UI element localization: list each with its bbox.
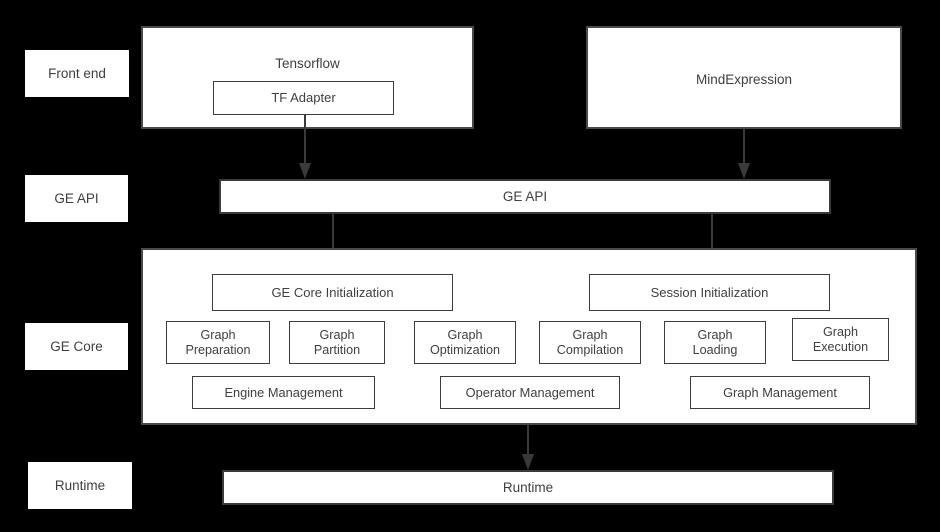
box-engine-management[interactable]: Engine Management xyxy=(192,376,375,409)
box-tf-adapter[interactable]: TF Adapter xyxy=(213,81,394,115)
arrow-ge-core-to-runtime xyxy=(519,425,537,472)
box-tf-adapter-label: TF Adapter xyxy=(271,90,336,106)
bar-runtime-label: Runtime xyxy=(502,479,554,495)
box-ge-core-initialization-label: GE Core Initialization xyxy=(271,284,394,300)
stage-label-ge-api-text: GE API xyxy=(54,190,99,206)
box-graph-management[interactable]: Graph Management xyxy=(690,376,870,409)
stage-label-ge-api: GE API xyxy=(25,175,128,222)
box-graph-compilation-label: Graph Compilation xyxy=(556,327,624,357)
bar-runtime[interactable]: Runtime xyxy=(222,470,834,505)
box-graph-execution-label: Graph Execution xyxy=(812,324,869,354)
arrow-tf-adapter-to-ge-api xyxy=(296,115,314,181)
stage-label-runtime: Runtime xyxy=(28,462,132,509)
box-session-initialization[interactable]: Session Initialization xyxy=(589,274,830,311)
panel-mindexpression: MindExpression xyxy=(586,26,902,129)
bar-ge-api-label: GE API xyxy=(502,188,548,204)
stage-label-front-end: Front end xyxy=(25,50,129,97)
box-graph-loading-label: Graph Loading xyxy=(692,327,738,357)
box-graph-preparation-label: Graph Preparation xyxy=(185,327,251,357)
box-session-initialization-label: Session Initialization xyxy=(650,284,769,300)
box-operator-management-label: Operator Management xyxy=(465,384,595,400)
box-graph-optimization-label: Graph Optimization xyxy=(430,327,500,357)
stage-label-front-end-text: Front end xyxy=(48,65,106,81)
box-graph-loading[interactable]: Graph Loading xyxy=(664,321,766,364)
box-graph-partition[interactable]: Graph Partition xyxy=(289,321,385,364)
arrow-mindexpression-to-ge-api xyxy=(735,129,753,181)
box-ge-core-initialization[interactable]: GE Core Initialization xyxy=(212,274,453,311)
panel-tensorflow-title: Tensorflow xyxy=(275,56,340,71)
panel-mindexpression-title: MindExpression xyxy=(695,72,793,87)
stage-label-runtime-text: Runtime xyxy=(54,477,106,493)
box-graph-partition-label: Graph Partition xyxy=(313,327,361,357)
box-graph-optimization[interactable]: Graph Optimization xyxy=(414,321,516,364)
stage-label-ge-core: GE Core xyxy=(25,323,128,370)
box-graph-preparation[interactable]: Graph Preparation xyxy=(166,321,270,364)
box-graph-compilation[interactable]: Graph Compilation xyxy=(539,321,641,364)
box-operator-management[interactable]: Operator Management xyxy=(440,376,620,409)
box-graph-management-label: Graph Management xyxy=(723,384,837,400)
box-engine-management-label: Engine Management xyxy=(224,384,343,400)
bar-ge-api[interactable]: GE API xyxy=(219,179,831,214)
stage-label-ge-core-text: GE Core xyxy=(50,338,103,354)
box-graph-execution[interactable]: Graph Execution xyxy=(792,318,889,361)
